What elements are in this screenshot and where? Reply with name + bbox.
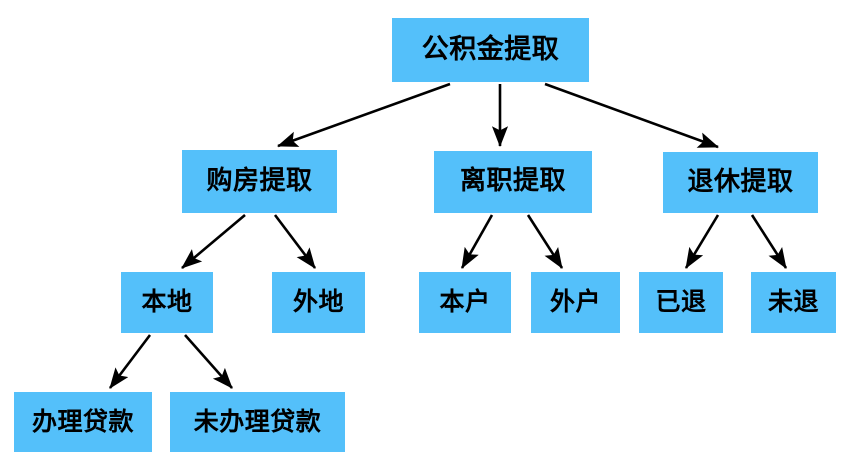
tree-node-label: 外地 (292, 287, 344, 316)
tree-node-n3[interactable]: 退休提取 (663, 152, 818, 213)
tree-node-label: 购房提取 (206, 165, 313, 196)
tree-node-label: 公积金提取 (421, 33, 560, 65)
edge-n4-to-n10 (108, 334, 152, 389)
tree-node-label: 外户 (549, 287, 601, 316)
edge-n1-to-n5 (273, 214, 317, 269)
tree-node-n9[interactable]: 未退 (751, 272, 836, 333)
edge-n2-to-n7 (526, 214, 564, 269)
tree-node-label: 本地 (141, 287, 193, 316)
tree-node-n1[interactable]: 购房提取 (182, 150, 337, 213)
edge-n4-to-n11 (184, 334, 233, 389)
edge-n3-to-n9 (750, 214, 788, 269)
tree-node-n2[interactable]: 离职提取 (434, 151, 592, 213)
edge-n0-to-n1 (277, 82, 451, 148)
edge-n0-to-n3 (544, 82, 719, 149)
tree-node-n4[interactable]: 本地 (121, 272, 213, 333)
tree-node-n10[interactable]: 办理贷款 (14, 392, 152, 452)
tree-node-label: 离职提取 (459, 166, 566, 196)
edge-n1-to-n4 (181, 214, 246, 269)
tree-node-label: 本户 (439, 287, 491, 316)
tree-node-n8[interactable]: 已退 (639, 272, 723, 333)
tree-node-n11[interactable]: 未办理贷款 (170, 392, 345, 452)
edge-n2-to-n6 (460, 214, 494, 269)
tree-node-label: 退休提取 (687, 166, 794, 197)
tree-node-n7[interactable]: 外户 (531, 272, 620, 333)
edge-n3-to-n8 (684, 214, 720, 269)
tree-node-label: 办理贷款 (31, 406, 134, 436)
tree-node-label: 未退 (767, 287, 819, 316)
tree-node-label: 未办理贷款 (193, 406, 322, 436)
tree-node-n6[interactable]: 本户 (419, 272, 511, 333)
tree-node-n0[interactable]: 公积金提取 (392, 18, 589, 82)
tree-node-n5[interactable]: 外地 (272, 272, 365, 333)
tree-node-label: 已退 (655, 287, 707, 316)
edges-group (108, 82, 788, 389)
